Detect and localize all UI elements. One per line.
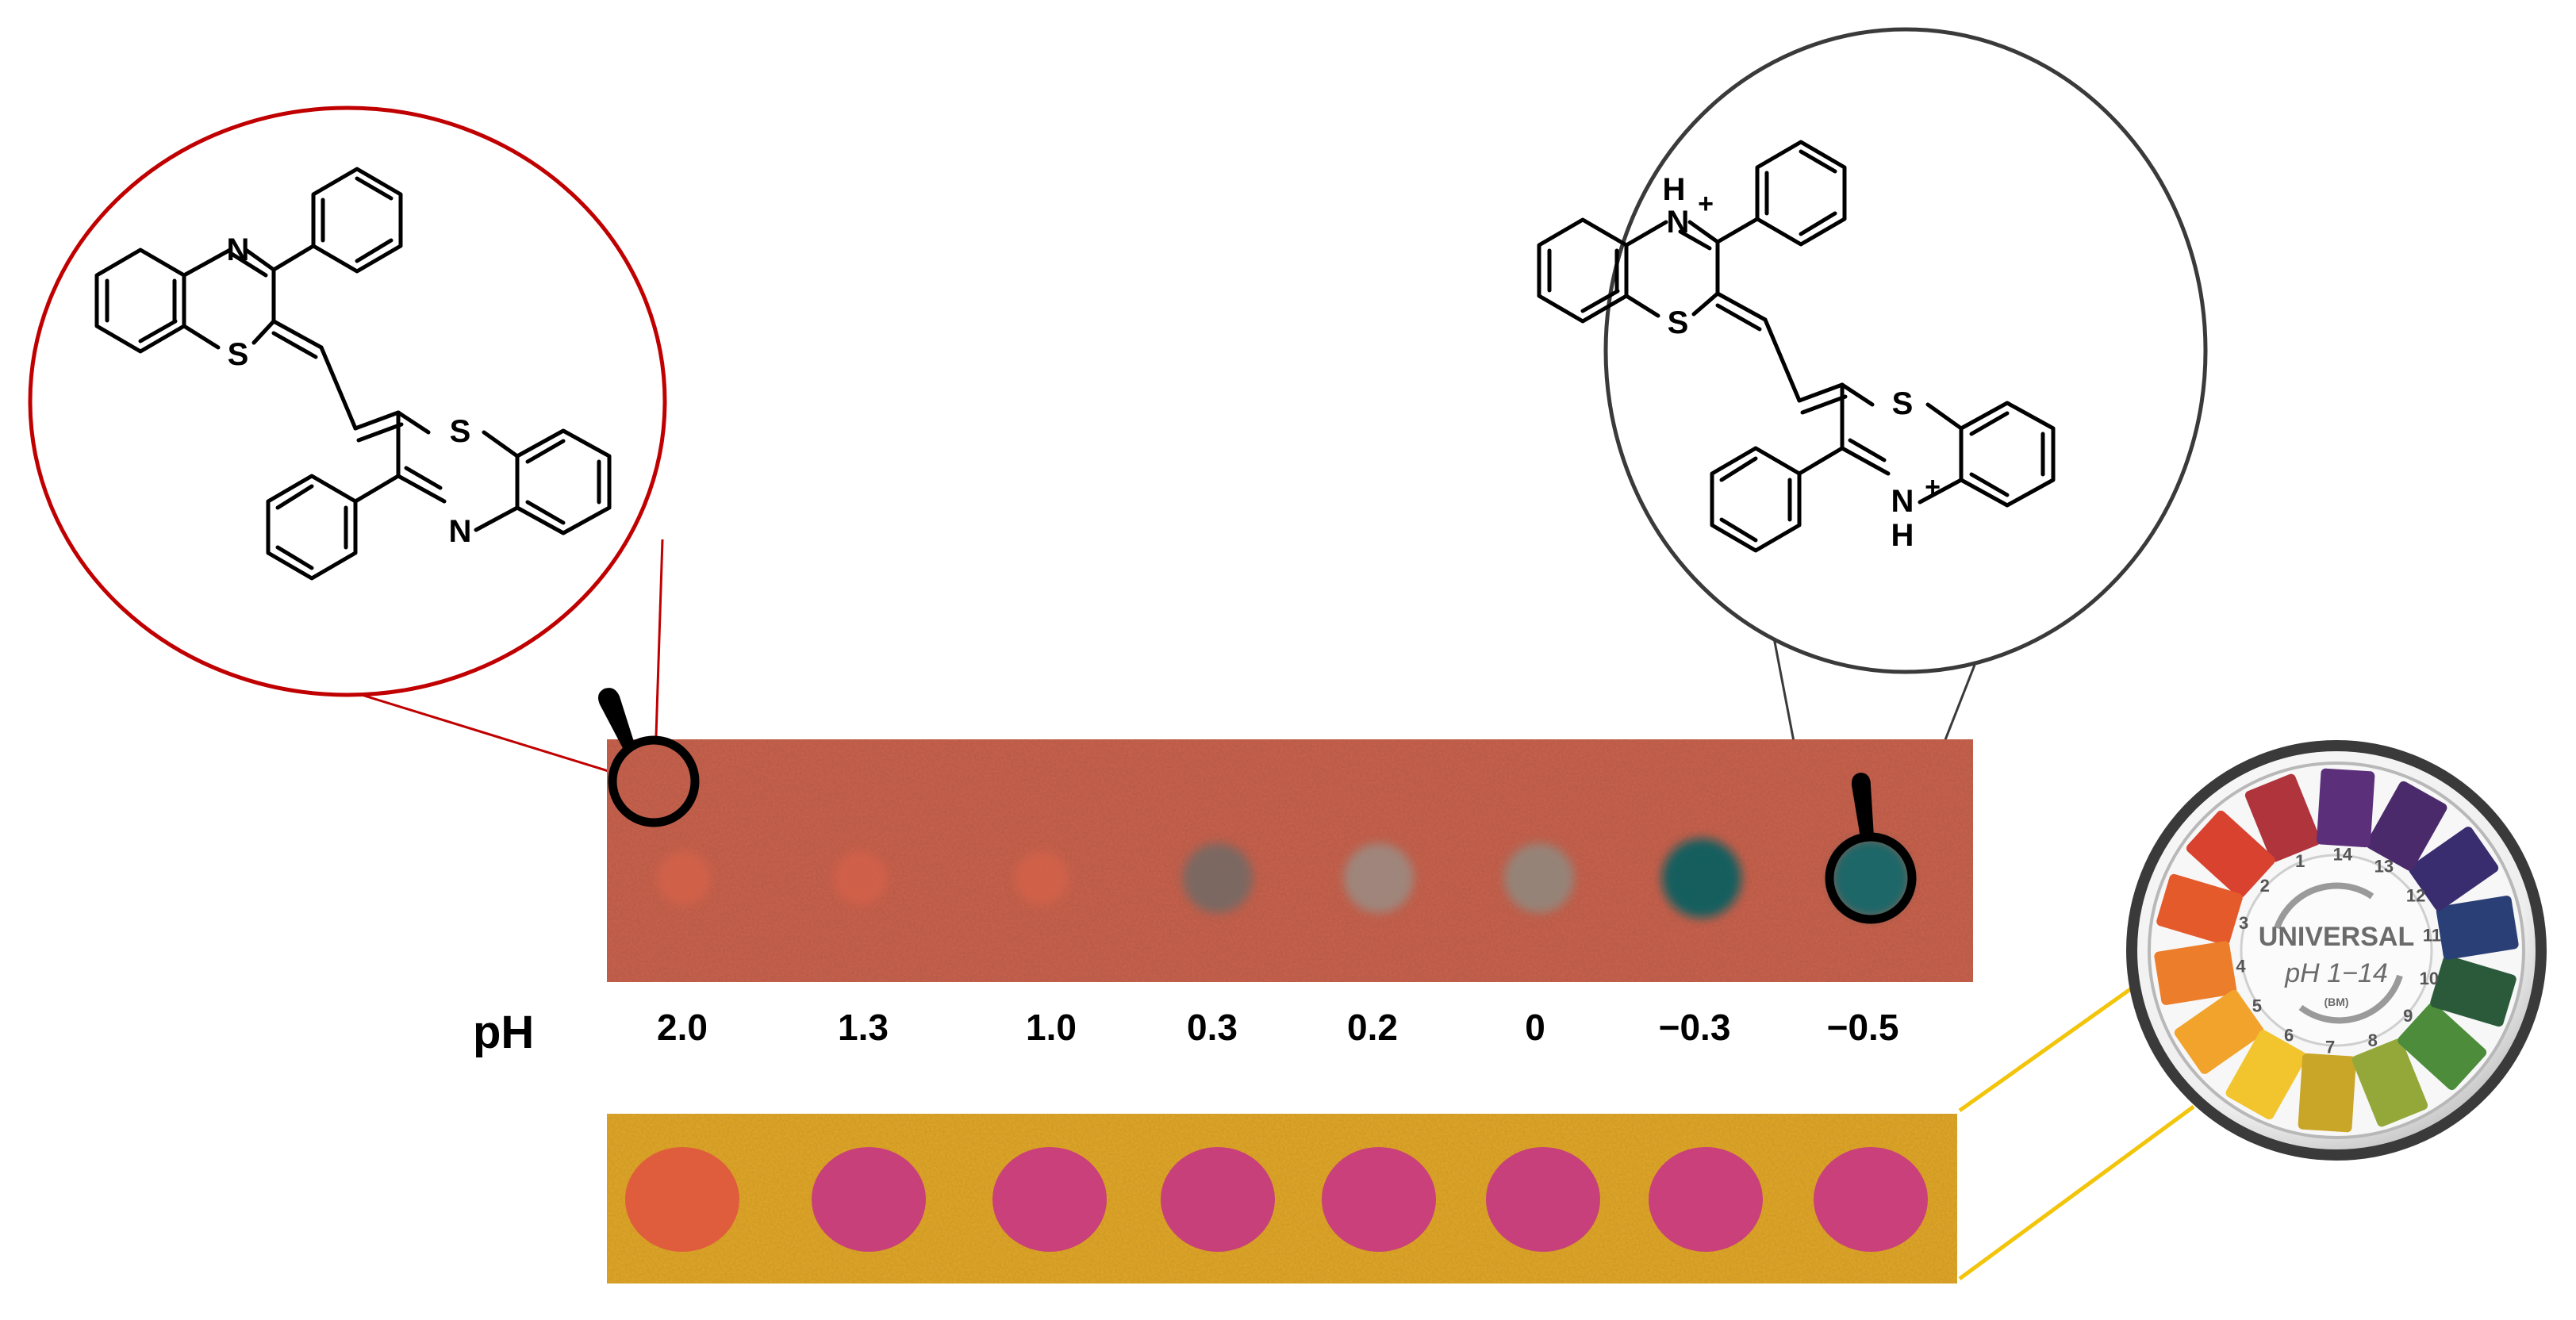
dye-spot [834,851,888,905]
atom-label: S [1892,386,1914,421]
ph-value: 0.3 [1187,1007,1238,1048]
indicator-pad-number: 1 [2295,851,2305,871]
atom-label: N [1667,205,1690,240]
indicator-maker: (BM) [2324,996,2348,1008]
indicator-spot [1649,1147,1763,1252]
indicator-spot [1486,1147,1600,1252]
indicator-color-pad [2154,941,2237,1005]
indicator-pad-number: 7 [2325,1038,2335,1057]
dye-spot [1015,851,1069,905]
indicator-color-pad [2298,1053,2356,1133]
dye-spots [657,838,1910,918]
charge-label: + [1925,472,1941,502]
indicator-test-strip [607,1114,1957,1284]
indicator-range: pH 1−14 [2284,958,2388,988]
callout-leader-left-bottom [351,690,655,787]
dye-spot [1504,843,1574,913]
ph-value: 1.0 [1026,1007,1077,1048]
indicator-brand: UNIVERSAL [2259,922,2414,952]
indicator-pad-number: 9 [2403,1006,2413,1026]
ph-axis-label: pH [473,1007,535,1058]
indicator-pad-number: 5 [2252,996,2262,1016]
dye-spot [1344,843,1414,913]
indicator-color-pad [2225,1030,2307,1120]
indicator-pad-number: 11 [2423,926,2441,946]
atom-label: S [228,337,249,372]
indicator-color-pad [2351,1038,2428,1127]
indicator-color-pads [2154,768,2519,1133]
charge-label: + [1698,189,1714,219]
ph-value: −0.5 [1826,1007,1899,1048]
atom-label: S [1668,305,1689,340]
dye-spot [1183,843,1253,913]
dye-spot [1662,838,1741,918]
magnifier-icon [1825,773,1917,924]
indicator-spot [992,1147,1107,1252]
dye-spot [1831,838,1910,918]
indicator-color-pad [2186,810,2275,898]
protonated-structure-callout: H N + S S N + H [1537,27,2208,842]
indicator-color-pad [2317,768,2375,848]
indicator-pad-number: 12 [2406,885,2425,905]
ph-value: 2.0 [657,1007,708,1048]
indicator-pad-number: 3 [2239,913,2248,933]
atom-label: S [450,414,471,449]
protonated-molecule [1537,140,2056,553]
indicator-pad-number: 14 [2333,844,2353,864]
atom-label: N [449,514,472,549]
indicator-spots [625,1147,1928,1252]
ph-value: 0.2 [1347,1007,1398,1048]
magnifier-icon [598,688,700,827]
ph-value: 0 [1525,1007,1545,1048]
indicator-spot [1814,1147,1928,1252]
indicator-color-pad [2174,989,2264,1074]
dye-spot [657,851,711,905]
neutral-molecule [94,167,612,581]
indicator-pad-number: 13 [2374,857,2394,877]
indicator-spot [625,1147,739,1252]
atom-label: N [1891,484,1914,519]
atom-label: N [227,232,250,267]
atom-label: H [1891,518,1914,553]
indicator-color-pad [2436,896,2519,960]
neutral-structure-callout: N S S N [28,106,667,787]
indicator-color-pad [2244,773,2321,862]
indicator-pad-number: 2 [2260,876,2270,896]
indicator-spot [812,1147,926,1252]
dye-strip-paper [607,739,1973,982]
indicator-pad-number: 10 [2420,969,2439,988]
atom-label: H [1663,172,1686,207]
indicator-leader-bottom [1958,1104,2195,1281]
callout-circle-left [28,106,667,697]
indicator-color-pad [2397,1003,2487,1091]
indicator-spot [1322,1147,1436,1252]
indicator-color-pad [2409,827,2499,911]
dye-test-strip [607,739,1973,982]
indicator-color-pad [2430,955,2516,1027]
indicator-color-pad [2156,873,2243,946]
ph-value: −0.3 [1658,1007,1731,1048]
indicator-pad-number: 8 [2368,1030,2378,1050]
indicator-color-pad [2366,781,2447,871]
callout-circle-right [1603,27,2208,674]
indicator-spot [1161,1147,1275,1252]
indicator-pad-number: 4 [2236,956,2246,976]
ph-value: 1.3 [838,1007,889,1048]
indicator-pad-number: 6 [2284,1025,2294,1045]
